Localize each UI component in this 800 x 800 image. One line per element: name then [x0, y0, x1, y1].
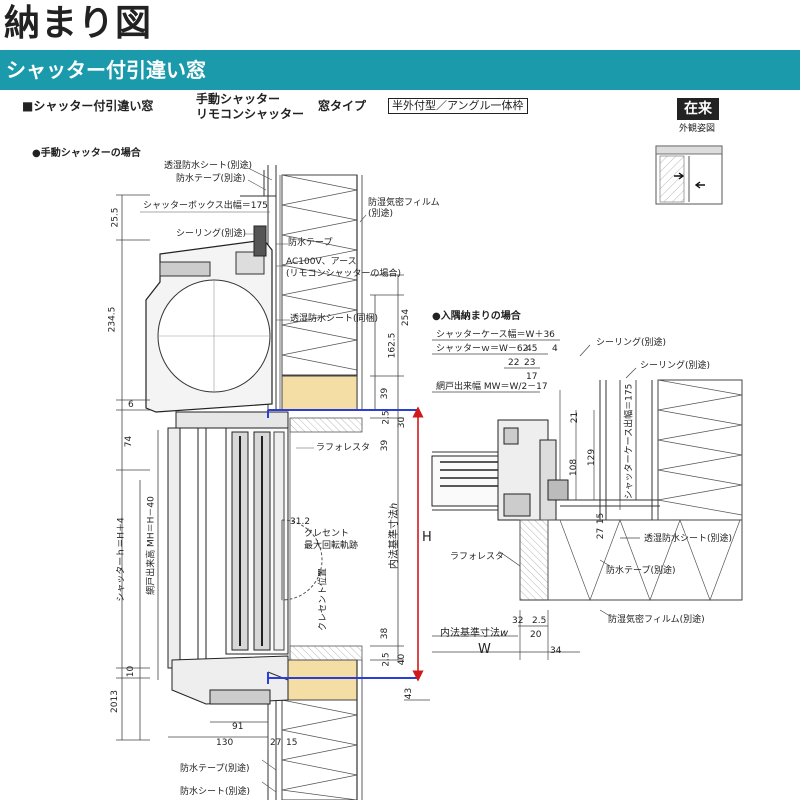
dim-inset-22: 22 [508, 358, 520, 368]
dim-bottom-15: 15 [286, 738, 298, 748]
callout-screen-projection: 網戸出来幅 MW＝W/2－17 [436, 382, 548, 392]
label-inner-std-w: 内法基準寸法w [440, 628, 509, 639]
inset-section-drawing [431, 339, 743, 660]
product-label: ■シャッター付引違い窓 [22, 99, 154, 113]
dim-right-0: 254 [401, 308, 412, 327]
label-inner-std-h: 内法基準寸法h [389, 502, 400, 570]
callout-waterproof-tape-bottom: 防水テープ(別途) [180, 764, 250, 774]
callout-waterproof-tape-top: 防水テープ(別途) [176, 174, 246, 184]
section-banner [0, 50, 800, 90]
shutter-type-remote: リモコンシャッター [196, 107, 305, 121]
label-sash-height: 網戸出来高 MH＝H－40 [146, 496, 157, 595]
shutter-type-manual: 手動シャッター [196, 92, 281, 106]
dim-inset-15: 15 [596, 512, 607, 525]
dim-inset-27: 27 [596, 527, 607, 540]
page-title: 納まり図 [4, 3, 153, 44]
dim-inset-108: 108 [569, 458, 580, 477]
callout-sealing: シーリング(別途) [176, 229, 247, 239]
callout-vapor-film-note: (別途) [368, 209, 394, 219]
dim-left-3: 74 [124, 435, 135, 448]
dim-inset-45: 45 [526, 344, 538, 354]
construction-badge: 在来 [677, 98, 719, 120]
callout-vapor-sheet-top: 透湿防水シート(別途) [164, 161, 253, 171]
elevation-thumbnail [655, 145, 723, 205]
dim-bottom-91: 91 [232, 722, 244, 732]
dim-inset-23: 23 [524, 358, 536, 368]
callout-crescent-rotation: 最大回転軌跡 [304, 541, 359, 551]
dim-left-4: 10 [126, 665, 137, 678]
callout-vapor-film: 防湿気密フィルム [368, 198, 440, 208]
dim-crescent-offset: 31.2 [290, 517, 311, 527]
callout-case-projection: シャッターケース出幅＝175 [624, 383, 635, 500]
dim-right-6: 38 [380, 627, 391, 640]
window-type-label: 窓タイプ [318, 99, 367, 113]
dim-inset-34: 34 [550, 646, 562, 656]
section-banner-title: シャッター付引違い窓 [6, 58, 206, 82]
callout-inset-laforesta: ラフォレスタ [450, 552, 505, 562]
label-shutter-h: シャッターｈ＝H＋4 [116, 517, 127, 602]
main-section-drawing [116, 165, 430, 800]
callout-vapor-sheet-bundled: 透湿防水シート(同梱) [290, 314, 379, 324]
dim-right-3: 2.5 [381, 410, 392, 425]
callout-waterproof-sheet-bottom: 防水シート(別途) [180, 787, 251, 797]
dim-right-8: 40 [397, 653, 408, 666]
callout-laforesta: ラフォレスタ [316, 443, 371, 453]
dim-right-9: 43 [404, 687, 415, 700]
callout-waterproof-tape: 防水テープ [288, 238, 333, 248]
dim-inset-2-5: 2.5 [532, 616, 547, 626]
dim-inset-21: 21 [570, 411, 581, 424]
callout-case-width: シャッターケース幅＝W＋36 [436, 330, 555, 340]
dim-right-5: 39 [380, 439, 391, 452]
inset-section-heading: ●入隅納まりの場合 [432, 311, 521, 322]
frame-type-label: 半外付型／アングル一体枠 [388, 98, 528, 114]
dim-left-1: 234.5 [107, 306, 118, 333]
dim-right-2: 39 [380, 387, 391, 400]
dim-left-2: 6 [128, 400, 134, 410]
dim-bottom-130: 130 [216, 738, 234, 748]
callout-sealing-a: シーリング(別途) [596, 338, 667, 348]
dim-right-1: 162.5 [387, 332, 398, 359]
callout-inset-waterproof-tape: 防水テープ(別途) [606, 566, 676, 576]
dim-left-0: 25.5 [110, 207, 121, 228]
callout-shutter-w: シャッターｗ＝W－62 [436, 344, 529, 354]
dim-inset-129: 129 [587, 448, 598, 467]
label-crescent-position: クレセント位置 [318, 568, 329, 632]
dim-left-5: 2013 [109, 690, 120, 713]
dim-inset-4: 4 [552, 344, 558, 354]
label-W: W [478, 642, 491, 657]
callout-inset-vapor-sheet: 透湿防水シート(別途) [644, 534, 733, 544]
dim-inset-20: 20 [530, 630, 542, 640]
callout-inset-vapor-film: 防湿気密フィルム(別途) [608, 615, 705, 625]
callout-shutter-box-projection: シャッターボックス出幅＝175 [143, 201, 268, 211]
callout-ac-power-note: (リモコンシャッターの場合) [286, 269, 402, 279]
dim-right-7: 2.5 [381, 652, 392, 667]
callout-sealing-b: シーリング(別途) [640, 361, 711, 371]
callout-ac-power: AC100V、アース [286, 257, 357, 267]
dim-inset-32: 32 [512, 616, 524, 626]
callout-crescent: クレセント [304, 529, 350, 539]
label-H: H [422, 530, 432, 545]
dim-right-4: 30 [397, 416, 408, 429]
elevation-label: 外観姿図 [679, 124, 716, 134]
dim-inset-17: 17 [526, 372, 538, 382]
dim-bottom-27: 27 [270, 738, 282, 748]
main-section-heading: ●手動シャッターの場合 [32, 148, 141, 159]
